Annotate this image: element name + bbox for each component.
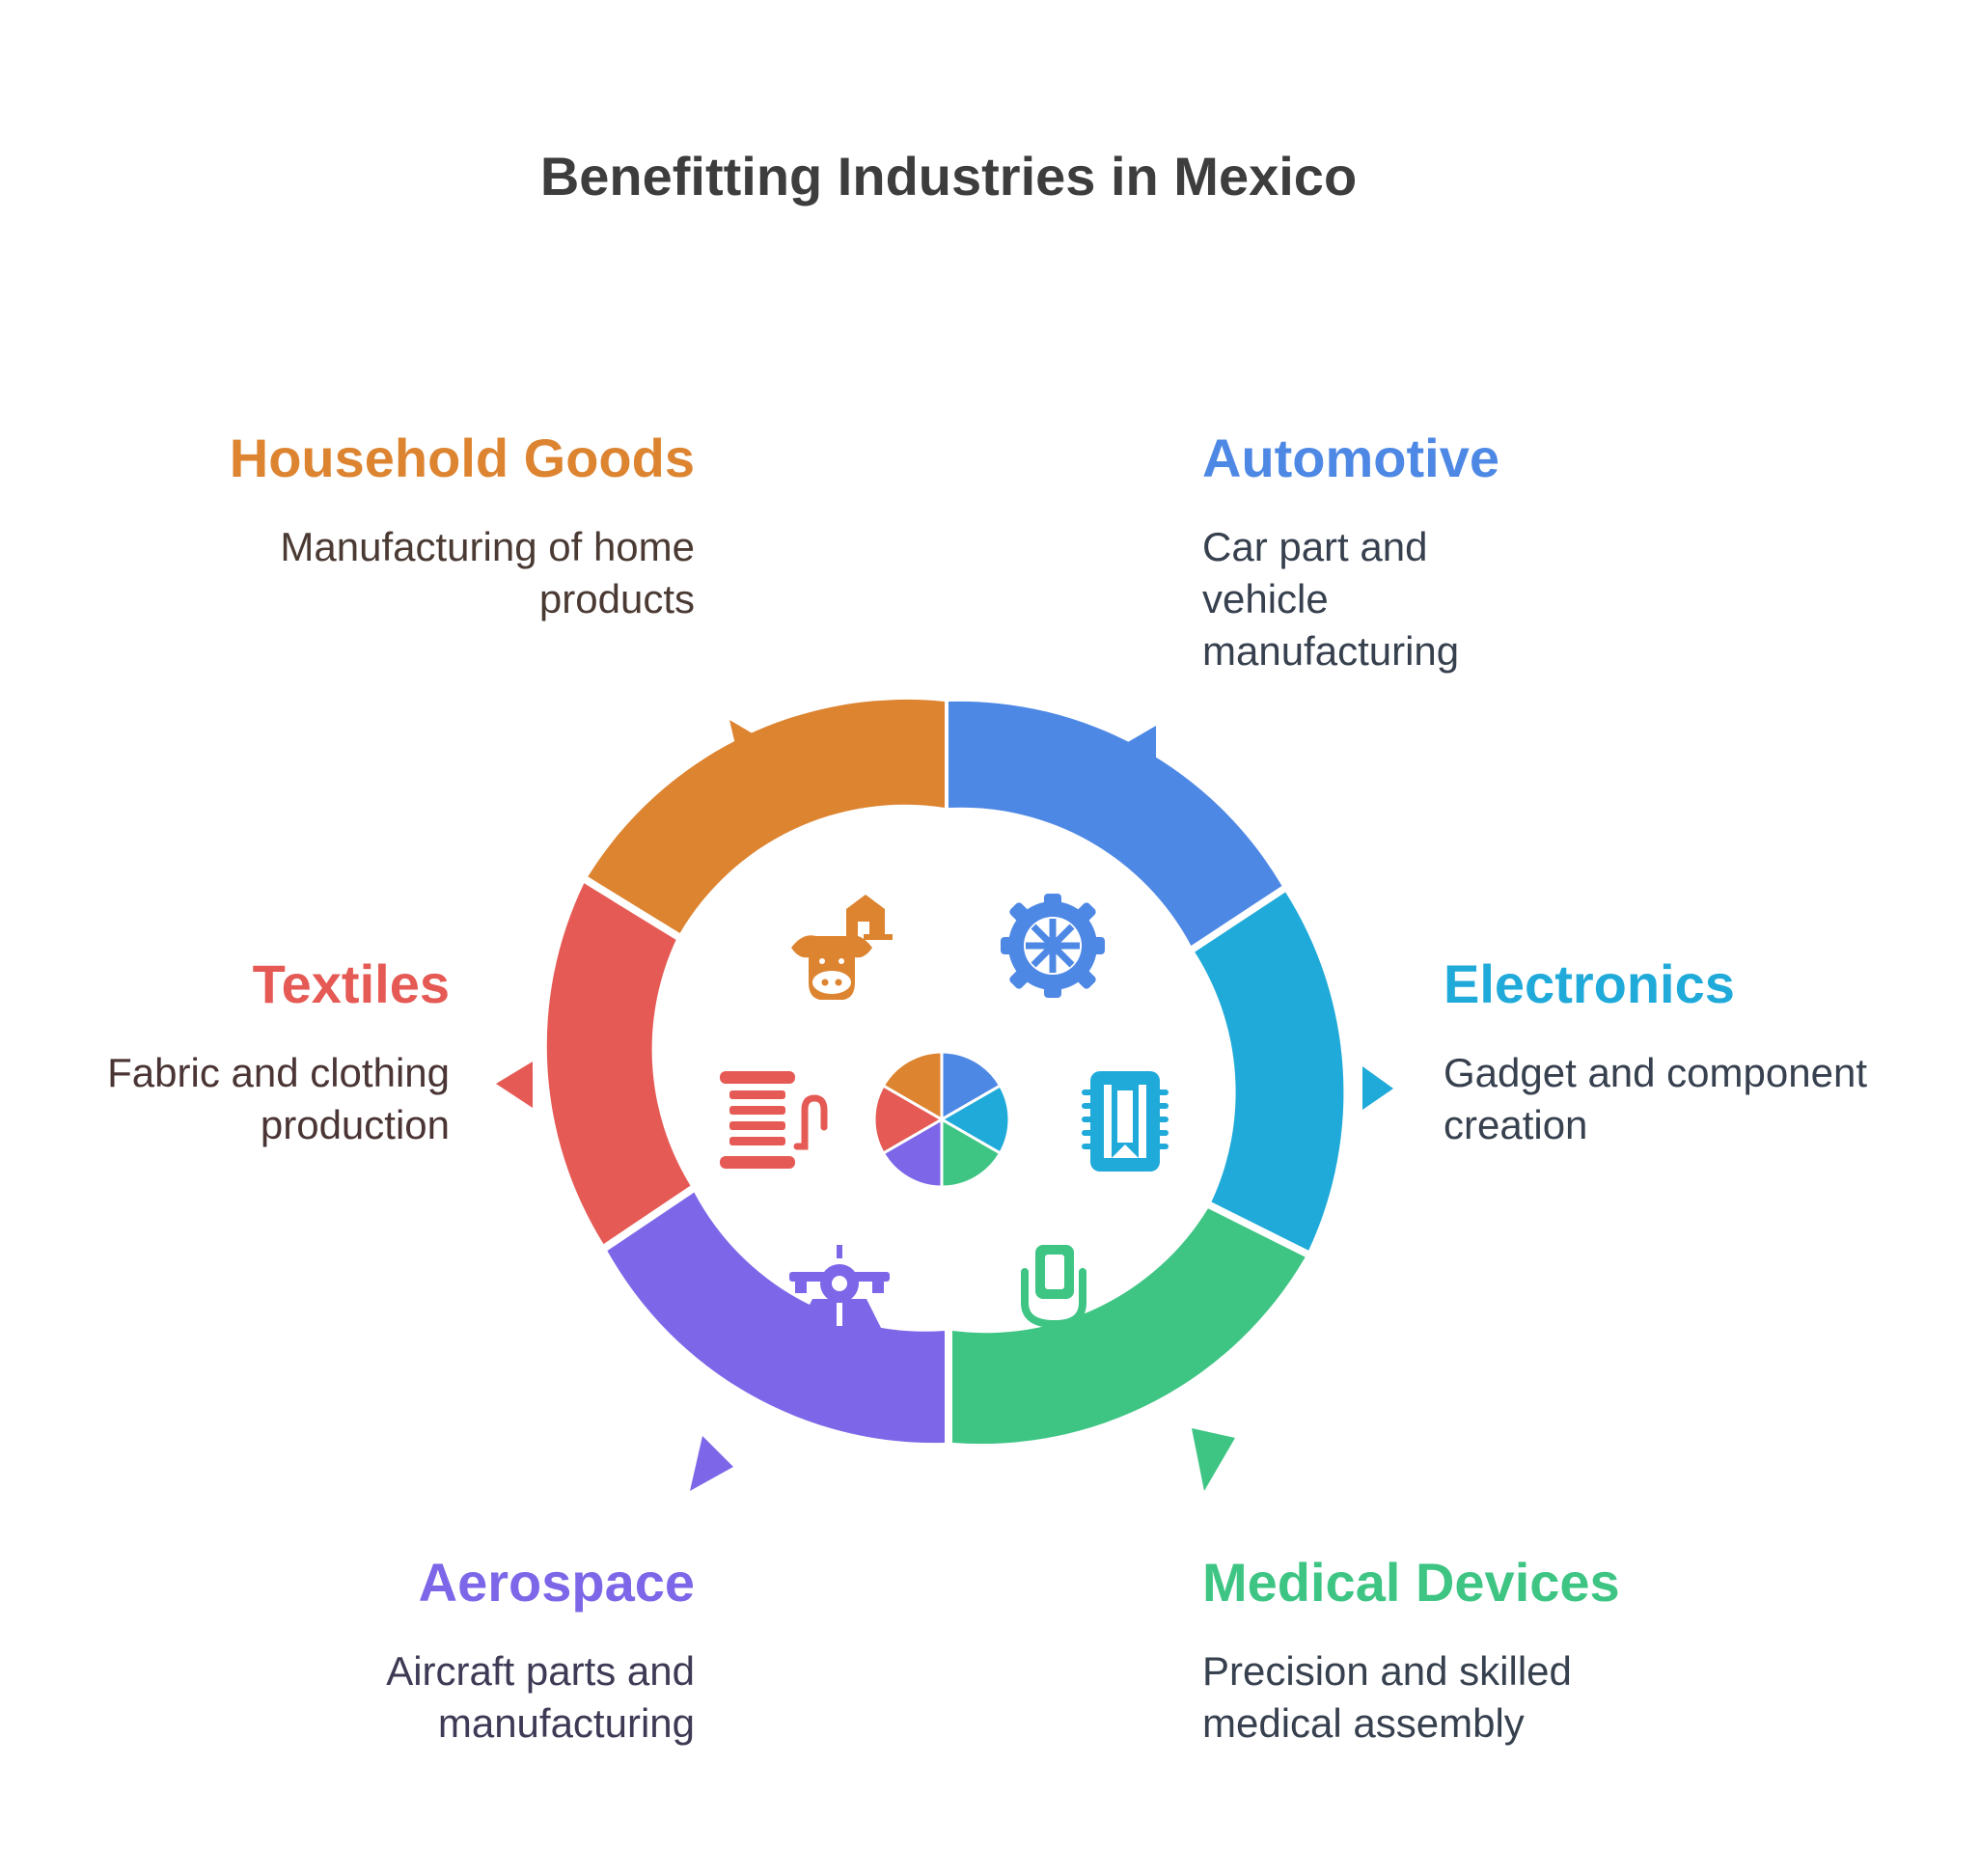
industry-description: Gadget and component creation	[1444, 1050, 1867, 1147]
page-title: Benefitting Industries in Mexico	[539, 146, 1358, 207]
thread-spool-icon	[720, 1071, 828, 1169]
industry-description: Fabric and clothing production	[107, 1050, 450, 1147]
industry-name: Medical Devices	[1202, 1552, 1620, 1613]
stethoscope-icon	[1021, 1245, 1097, 1354]
cow-and-house-icon	[791, 895, 893, 1000]
industry-medical-devices: Medical Devices Precision and skilled me…	[1202, 1549, 1781, 1750]
pie-slice-automotive	[940, 1050, 1003, 1122]
industry-aerospace: Aerospace Aircraft parts and manufacturi…	[116, 1549, 695, 1750]
pie-slice-household-goods	[881, 1050, 944, 1122]
microchip-icon	[1082, 1071, 1169, 1172]
ring-arrows	[496, 720, 1393, 1491]
industry-name: Automotive	[1202, 428, 1499, 488]
industry-description: Manufacturing of home products	[280, 524, 695, 621]
ring-segment-textiles	[546, 883, 691, 1245]
arrow-aerospace	[690, 1436, 733, 1491]
ring-segment-household-goods	[588, 699, 945, 933]
arrow-textiles	[496, 1062, 533, 1108]
arrow-automotive	[1110, 726, 1156, 772]
pie-slice-medical-devices	[940, 1117, 1003, 1189]
industry-name: Electronics	[1444, 953, 1735, 1014]
industry-electronics: Electronics Gadget and component creatio…	[1444, 951, 1945, 1151]
ring-segment-medical-devices	[952, 1208, 1306, 1445]
arrow-medical-devices	[1192, 1428, 1235, 1491]
industry-textiles: Textiles Fabric and clothing production	[64, 951, 450, 1151]
ring-segments	[546, 699, 1344, 1445]
pie-slice-textiles	[872, 1083, 945, 1156]
center-pie	[872, 1050, 1011, 1189]
industry-name: Household Goods	[229, 428, 695, 488]
airplane-icon	[786, 1245, 893, 1351]
industry-description: Precision and skilled medical assembly	[1202, 1648, 1572, 1746]
ring-segment-electronics	[1195, 892, 1344, 1251]
industry-name: Textiles	[252, 953, 450, 1014]
ring-segment-aerospace	[607, 1192, 945, 1444]
industry-description: Car part and vehicle manufacturing	[1202, 524, 1460, 674]
arrow-household-goods	[729, 720, 772, 769]
industry-automotive: Automotive Car part and vehicle manufact…	[1202, 425, 1781, 677]
industry-description: Aircraft parts and manufacturing	[386, 1648, 695, 1746]
pie-slice-electronics	[939, 1083, 1011, 1156]
pie-slice-aerospace	[881, 1117, 944, 1189]
steering-wheel-icon	[1001, 894, 1105, 998]
arrow-electronics	[1362, 1066, 1393, 1110]
ring-segment-automotive	[949, 701, 1282, 946]
industry-household-goods: Household Goods Manufacturing of home pr…	[116, 425, 695, 625]
industry-name: Aerospace	[418, 1552, 695, 1613]
